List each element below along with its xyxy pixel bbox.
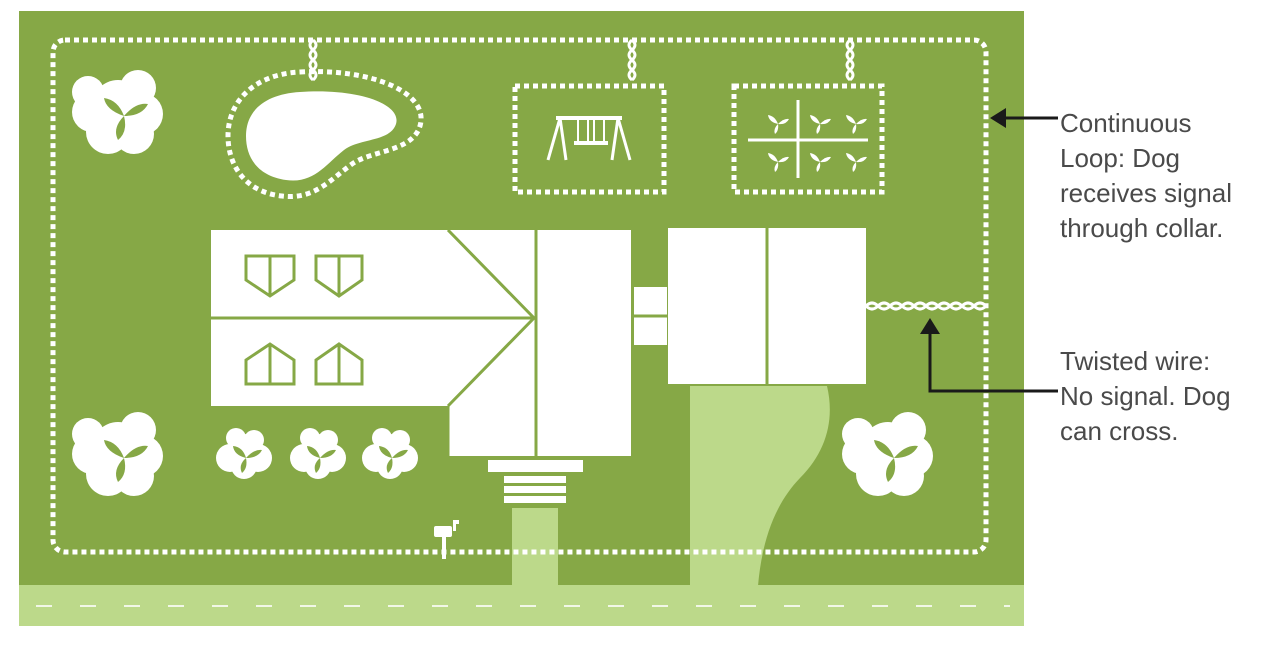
swing-set-icon xyxy=(512,83,667,195)
mailbox-icon xyxy=(434,520,459,559)
arrow-icon xyxy=(920,318,1058,393)
callout-line: receives signal xyxy=(1060,178,1232,208)
garage-icon xyxy=(668,228,866,384)
callout-line: No signal. Dog xyxy=(1060,381,1231,411)
boundary-wire-loop xyxy=(50,37,989,555)
pool-icon xyxy=(225,69,424,200)
driveway xyxy=(690,386,830,586)
arrow-icon xyxy=(990,108,1058,128)
garden-icon xyxy=(731,83,885,195)
callout-line: can cross. xyxy=(1060,416,1179,446)
twisted-wire-label: Twisted wire: No signal. Dog can cross. xyxy=(1060,344,1231,449)
callout-line: Continuous xyxy=(1060,108,1192,138)
front-walkway xyxy=(512,508,558,586)
twisted-wire-garage xyxy=(864,301,988,311)
callout-line: Twisted wire: xyxy=(1060,346,1211,376)
callout-line: through collar. xyxy=(1060,213,1224,243)
callout-line: Loop: Dog xyxy=(1060,143,1180,173)
house-icon xyxy=(211,228,631,503)
continuous-loop-label: Continuous Loop: Dog receives signal thr… xyxy=(1060,106,1232,246)
breezeway xyxy=(634,287,667,345)
